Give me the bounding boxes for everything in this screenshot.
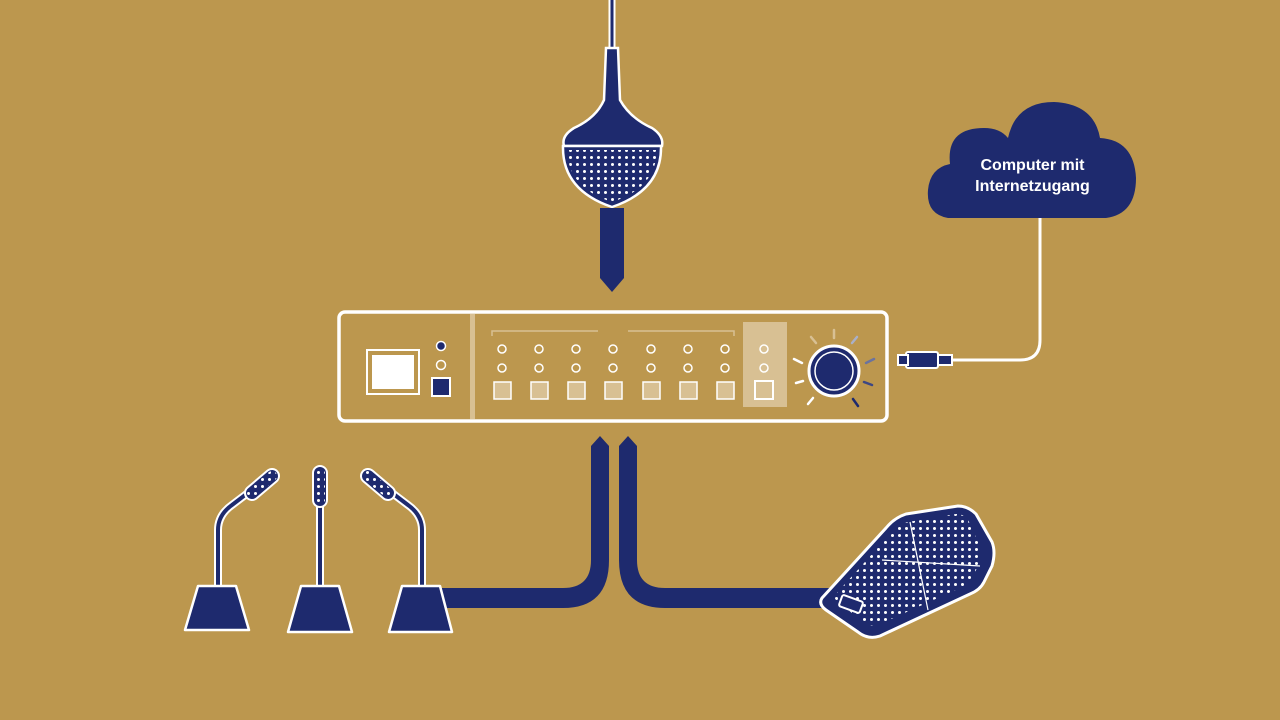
- microphone-cables: [442, 436, 840, 608]
- gooseneck-microphone-right: [360, 468, 454, 634]
- usb-plug-icon: [897, 351, 953, 369]
- channel-led-bottom: [646, 363, 656, 373]
- channel-button[interactable]: [604, 381, 623, 400]
- channel-button[interactable]: [716, 381, 735, 400]
- channel-led-top: [571, 344, 581, 354]
- master-led-bottom: [759, 363, 769, 373]
- power-led: [435, 340, 447, 352]
- channel-strip: [493, 344, 735, 400]
- ceiling-microphone-icon: [561, 0, 664, 292]
- channel-4: [604, 344, 623, 400]
- channel-led-bottom: [683, 363, 693, 373]
- channel-button[interactable]: [567, 381, 586, 400]
- channel-led-bottom: [497, 363, 507, 373]
- boundary-microphone-icon: [819, 504, 996, 639]
- channel-3: [567, 344, 586, 400]
- master-led-top: [759, 344, 769, 354]
- channel-6: [679, 344, 698, 400]
- cloud-label: Computer mit Internetzugang: [930, 155, 1135, 197]
- volume-knob-icon[interactable]: [792, 328, 876, 408]
- channel-led-top: [608, 344, 618, 354]
- channel-button[interactable]: [493, 381, 512, 400]
- master-button[interactable]: [754, 380, 774, 400]
- cloud-label-line1: Computer mit: [980, 157, 1085, 174]
- display-screen: [366, 349, 420, 395]
- channel-7: [716, 344, 735, 400]
- group-bracket-right: [628, 330, 735, 336]
- usb-cable: [897, 218, 1042, 369]
- channel-1: [493, 344, 512, 400]
- channel-led-top: [646, 344, 656, 354]
- channel-led-top: [534, 344, 544, 354]
- power-button[interactable]: [431, 377, 451, 397]
- gooseneck-microphone-center: [286, 465, 354, 634]
- channel-led-bottom: [608, 363, 618, 373]
- channel-led-top: [720, 344, 730, 354]
- channel-button[interactable]: [642, 381, 661, 400]
- channel-button[interactable]: [679, 381, 698, 400]
- channel-led-bottom: [534, 363, 544, 373]
- channel-button[interactable]: [530, 381, 549, 400]
- channel-5: [642, 344, 661, 400]
- cloud-label-line2: Internetzugang: [975, 178, 1090, 195]
- group-bracket-left: [491, 330, 598, 336]
- channel-led-top: [497, 344, 507, 354]
- status-led: [435, 359, 447, 371]
- master-channel: [743, 322, 787, 407]
- audio-processor-device: [337, 310, 889, 423]
- panel-divider: [470, 314, 475, 419]
- channel-led-bottom: [720, 363, 730, 373]
- gooseneck-microphone-left: [183, 468, 280, 632]
- channel-led-bottom: [571, 363, 581, 373]
- channel-2: [530, 344, 549, 400]
- channel-led-top: [683, 344, 693, 354]
- cloud-computer-internet: [927, 102, 1136, 218]
